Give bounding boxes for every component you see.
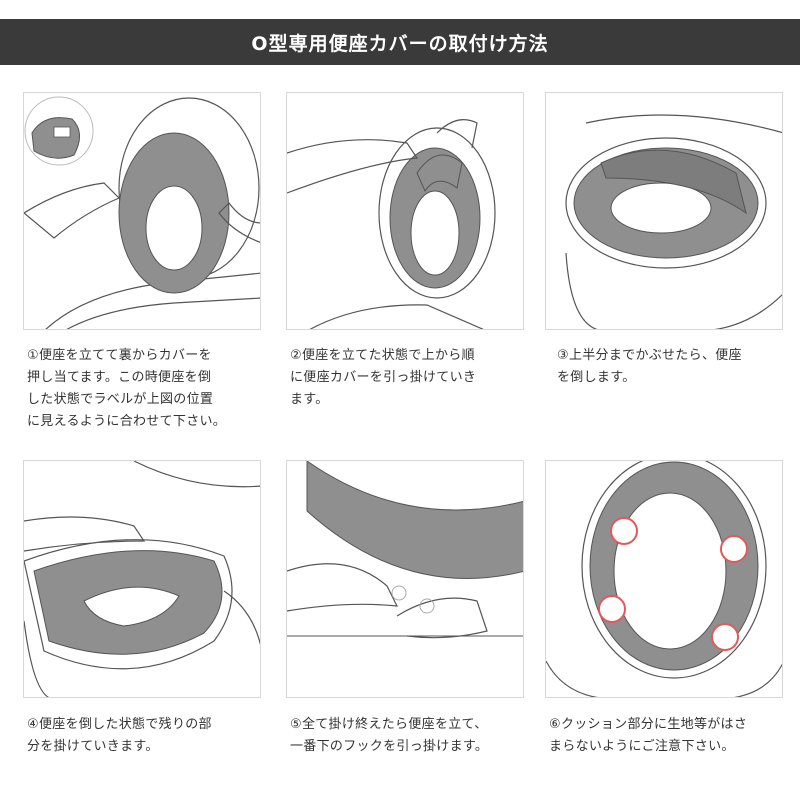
caption-line: ③上半分までかぶせたら、便座	[557, 348, 742, 363]
step-3-illustration	[545, 92, 783, 330]
step-4-drawing	[24, 461, 260, 697]
step-1-caption: ①便座を立てて裏からカバーを 押し当てます。この時便座を倒 した状態でラベルが上…	[27, 345, 277, 433]
caption-line: ①便座を立てて裏からカバーを	[27, 348, 212, 363]
caption-line: ②便座を立てた状態で上から順	[290, 348, 475, 363]
step-2-caption: ②便座を立てた状態で上から順 に便座カバーを引っ掛けていき ます。	[290, 345, 540, 411]
step-4-illustration	[23, 460, 261, 698]
caption-line: を倒します。	[557, 370, 636, 385]
step-6-caption: ⑥クッション部分に生地等がはさ まらないようにご注意下さい。	[549, 714, 799, 758]
caption-line: した状態でラベルが上図の位置	[27, 392, 214, 407]
step-1-drawing	[24, 96, 260, 329]
step-2-drawing	[287, 119, 496, 329]
step-1-illustration	[23, 92, 261, 330]
step-5-drawing	[287, 461, 523, 639]
step-6-drawing	[546, 461, 782, 697]
step-5-caption: ⑤全て掛け終えたら便座を立て、 一番下のフックを引っ掛けます。	[290, 714, 540, 758]
caption-line: ます。	[290, 392, 329, 407]
caption-line: ⑤全て掛け終えたら便座を立て、	[290, 717, 488, 732]
caption-line: ④便座を倒した状態で残りの部	[27, 717, 212, 732]
caption-line: に見えるように合わせて下さい。	[27, 414, 227, 429]
step-5-illustration	[286, 460, 524, 698]
caption-line: に便座カバーを引っ掛けていき	[290, 370, 477, 385]
caption-line: 分を掛けていきます。	[27, 739, 159, 754]
caption-line: 押し当てます。この時便座を倒	[27, 370, 212, 385]
page-title: O型専用便座カバーの取付け方法	[0, 19, 800, 65]
step-3-drawing	[565, 114, 782, 329]
step-3-caption: ③上半分までかぶせたら、便座 を倒します。	[557, 345, 800, 389]
step-4-caption: ④便座を倒した状態で残りの部 分を掛けていきます。	[27, 714, 277, 758]
step-2-illustration	[286, 92, 524, 330]
caption-line: ⑥クッション部分に生地等がはさ	[549, 717, 748, 732]
caption-line: 一番下のフックを引っ掛けます。	[290, 739, 489, 754]
caption-line: まらないようにご注意下さい。	[549, 739, 735, 754]
step-6-illustration	[545, 460, 783, 698]
